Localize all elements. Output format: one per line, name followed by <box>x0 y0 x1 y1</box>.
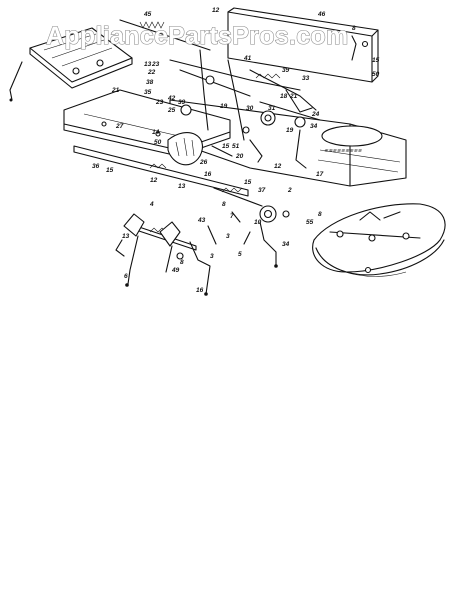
callout-label: 46 <box>317 11 326 18</box>
callout-labels: 45 21 12 46 15 50 8 13 23 22 41 39 33 38… <box>92 7 380 294</box>
callout-label: 30 <box>246 105 254 112</box>
callout-label: 12 <box>212 7 220 14</box>
lower-rod <box>73 145 249 197</box>
callout-label: 50 <box>154 139 162 146</box>
callout-label: 14 <box>152 129 160 136</box>
callout-label: 18 <box>280 93 288 100</box>
callout-label: 36 <box>92 163 100 170</box>
callout-label: 12 <box>150 177 158 184</box>
pulley-assembly <box>213 187 290 268</box>
callout-label: 15 <box>222 143 230 150</box>
hood-panel <box>227 7 379 83</box>
callout-label: 35 <box>144 89 152 96</box>
callout-label: 25 <box>167 107 176 114</box>
callout-label: 27 <box>115 123 124 130</box>
callout-label: 13 <box>178 183 186 190</box>
callout-label: 16 <box>196 287 204 294</box>
callout-label: 38 <box>146 79 154 86</box>
callout-label: 34 <box>282 241 290 248</box>
callout-label: 31 <box>268 105 276 112</box>
svg-text:≋≋≋≋≋≋≋≋≋: ≋≋≋≋≋≋≋≋≋ <box>324 148 363 154</box>
callout-label: 10 <box>254 219 262 226</box>
callout-label: 20 <box>235 153 244 160</box>
callout-label: 7 <box>230 213 234 220</box>
callout-label: 17 <box>316 171 324 178</box>
callout-label: 2 <box>287 187 292 194</box>
linkage-assembly <box>167 49 321 169</box>
callout-label: 45 <box>143 11 152 18</box>
callout-label: 8 <box>352 25 356 32</box>
callout-label: 19 <box>286 127 294 134</box>
callout-label: 15 <box>372 57 380 64</box>
callout-label: 15 <box>244 179 252 186</box>
callout-label: 4 <box>149 201 154 208</box>
callout-label: 37 <box>258 187 266 194</box>
callout-label: 41 <box>243 55 252 62</box>
callout-label: 24 <box>311 111 320 118</box>
callout-label: 22 <box>147 69 156 76</box>
callout-label: 13 <box>122 233 130 240</box>
callout-label: 39 <box>282 67 290 74</box>
callout-label: 16 <box>204 171 212 178</box>
callout-label: 42 <box>167 95 176 102</box>
callout-label: 33 <box>302 75 310 82</box>
callout-label: 5 <box>238 251 242 258</box>
seat-plate <box>9 27 133 102</box>
callout-label: 26 <box>199 159 208 166</box>
callout-label: 39 <box>178 99 186 106</box>
callout-label: 15 <box>106 167 114 174</box>
callout-label: 8 <box>180 259 184 266</box>
callout-label: 23 <box>155 99 164 106</box>
callout-label: 21 <box>289 93 298 100</box>
callout-label: 3 <box>210 253 214 260</box>
callout-label: 50 <box>372 71 380 78</box>
callout-label: 55 <box>306 219 314 226</box>
callout-label: 6 <box>124 273 128 280</box>
watermark: AppliancePartsPros.com <box>46 22 349 50</box>
callout-label: 34 <box>310 123 318 130</box>
callout-label: 23 <box>151 61 160 68</box>
callout-label: 49 <box>171 267 180 274</box>
callout-label: 19 <box>220 103 228 110</box>
callout-label: 8 <box>318 211 322 218</box>
mower-deck <box>312 203 446 277</box>
callout-label: 51 <box>232 143 240 150</box>
callout-label: 13 <box>144 61 152 68</box>
callout-label: 8 <box>222 201 226 208</box>
top-spring-rod <box>119 19 211 51</box>
callout-label: 12 <box>274 163 282 170</box>
callout-label: 43 <box>197 217 206 224</box>
pedal-assembly-left <box>115 213 217 296</box>
callout-label: 3 <box>226 233 230 240</box>
callout-label: 21 <box>111 87 120 94</box>
